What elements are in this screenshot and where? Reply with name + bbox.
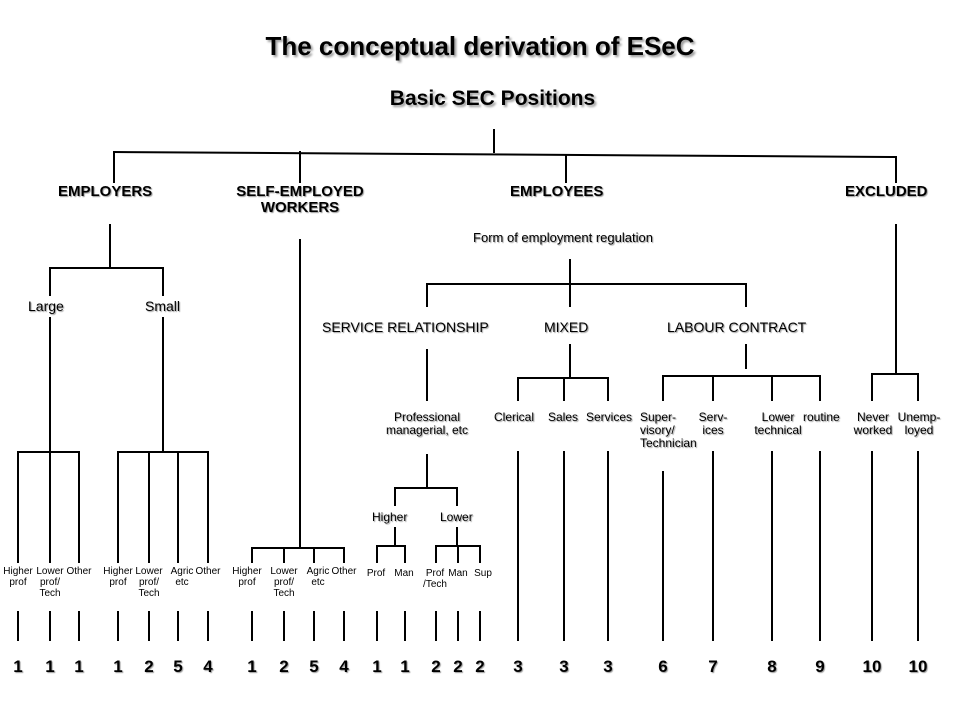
class-number: 2 [431, 657, 441, 676]
class-number: 7 [708, 657, 718, 676]
subgroup-higher: Higher [372, 510, 408, 524]
class-number: 3 [559, 657, 569, 676]
leaf-man: Man [394, 568, 414, 579]
group-routine: routine [803, 410, 840, 424]
labour-contract: LABOUR CONTRACT [667, 319, 807, 335]
group-unemployed: Unemp- loyed [897, 410, 941, 437]
class-number: 9 [815, 657, 825, 676]
group-lower-technical: Lower technical [754, 410, 802, 437]
form-of-employment-regulation: Form of employment regulation [473, 230, 653, 245]
group-sales: Sales [548, 410, 579, 424]
category-employees: EMPLOYEES [510, 183, 604, 200]
group-services-routine: Serv- ices [698, 410, 728, 437]
size-small: Small [145, 298, 181, 314]
page-title: The conceptual derivation of ESeC [265, 31, 695, 61]
leaf-other: Other [66, 566, 92, 577]
class-number: 6 [658, 657, 668, 676]
group-clerical: Clerical [494, 410, 535, 424]
size-large: Large [28, 298, 64, 314]
mixed: MIXED [544, 319, 589, 335]
group-never-worked: Never worked [853, 410, 893, 437]
class-number: 3 [513, 657, 523, 676]
class-number: 1 [74, 657, 84, 676]
category-excluded: EXCLUDED [845, 183, 928, 200]
leaf-agric-etc: Agric etc [306, 566, 330, 588]
leaf-other: Other [331, 566, 357, 577]
class-number: 4 [339, 657, 349, 676]
class-number: 3 [603, 657, 613, 676]
leaf-man: Man [448, 568, 468, 579]
leaf-higher-prof: Higher prof [232, 566, 262, 588]
class-number: 1 [113, 657, 123, 676]
leaf-lower-prof-tech: Lower prof/ Tech [36, 566, 64, 599]
class-number: 1 [247, 657, 257, 676]
leaf-lower-prof-tech: Lower prof/ Tech [135, 566, 163, 599]
leaf-sup: Sup [474, 568, 492, 579]
leaf-other: Other [195, 566, 221, 577]
class-number: 2 [144, 657, 154, 676]
class-number: 5 [173, 657, 183, 676]
leaf-agric-etc: Agric etc [170, 566, 194, 588]
category-employers: EMPLOYERS [58, 183, 153, 200]
class-number: 10 [908, 657, 928, 676]
class-number: 10 [862, 657, 882, 676]
page-subtitle: Basic SEC Positions [389, 87, 596, 110]
class-number: 8 [767, 657, 777, 676]
leaf-prof: Prof [366, 568, 386, 579]
class-number: 1 [45, 657, 55, 676]
class-number: 1 [400, 657, 410, 676]
leaf-higher-prof: Higher prof [3, 566, 33, 588]
group-services: Services [586, 410, 633, 424]
class-number: 2 [475, 657, 485, 676]
leaf-prof-tech: Prof /Tech [423, 568, 447, 590]
group-professional-managerial: Professional managerial, etc [385, 410, 469, 437]
leaf-higher-prof: Higher prof [103, 566, 133, 588]
service-relationship: SERVICE RELATIONSHIP [322, 319, 489, 335]
class-number: 1 [372, 657, 382, 676]
class-number: 4 [203, 657, 213, 676]
class-number: 1 [13, 657, 23, 676]
class-number: 2 [453, 657, 463, 676]
leaf-lower-prof-tech: Lower prof/ Tech [270, 566, 298, 599]
group-supervisory-technician: Super- visory/ Technician [640, 410, 697, 450]
class-number: 2 [279, 657, 289, 676]
category-self-employed-workers: SELF-EMPLOYED WORKERS [236, 183, 364, 217]
subgroup-lower: Lower [440, 510, 473, 524]
class-number: 5 [309, 657, 319, 676]
